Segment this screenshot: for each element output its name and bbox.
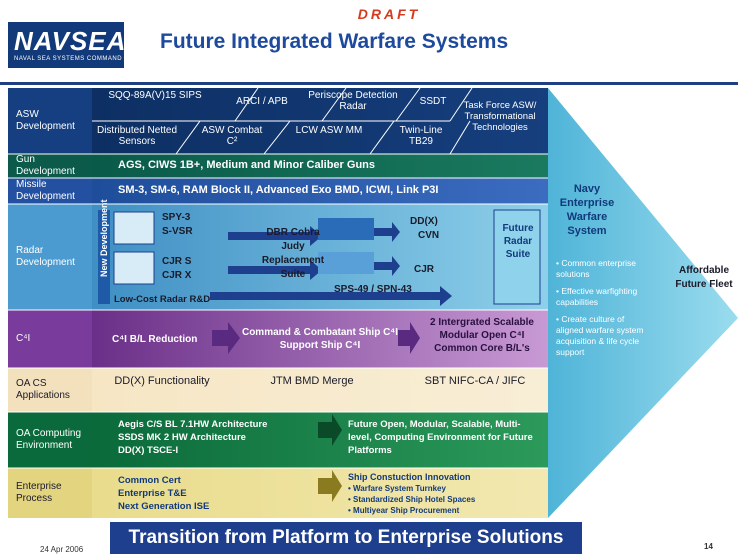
ddx-label: DD(X) (410, 216, 438, 227)
navy-system-bullet: • Create culture of aligned warfare syst… (556, 314, 644, 357)
row-label-c4i: C⁴I (16, 333, 31, 344)
transition-banner: Transition from Platform to Enterprise S… (110, 522, 582, 554)
enterprise-right-item: • Multiyear Ship Procurement (348, 506, 460, 515)
row-label-missile: Missile Development (16, 179, 75, 202)
row-label-gun: Gun Development (16, 154, 75, 177)
oace-left: Aegis C/S BL 7.1HW Architecture SSDS MK … (118, 418, 267, 457)
oacs-right: SBT NIFC-CA / JIFC (424, 375, 526, 387)
new-development-bar (98, 210, 110, 304)
row-label-enterprise: Enterprise Process (16, 481, 62, 504)
asw-item: Task Force ASW/ Transformational Technol… (463, 100, 537, 133)
navy-system-bullets: • Common enterprise solutions • Effectiv… (556, 258, 664, 358)
logo-subtext: NAVAL SEA SYSTEMS COMMAND (14, 56, 123, 62)
enterprise-arrow (548, 88, 738, 518)
header-rule (0, 82, 738, 85)
navy-system-title: Navy Enterprise Warfare System (559, 183, 615, 237)
enterprise-left-item: Enterprise T&E (118, 488, 187, 499)
oacs-left: DD(X) Functionality (114, 375, 210, 387)
future-radar-label: Future Radar Suite (502, 223, 534, 260)
svsr-label: S-VSR (162, 226, 193, 237)
c4i-left: C⁴I B/L Reduction (112, 334, 198, 345)
missile-text: SM-3, SM-6, RAM Block II, Advanced Exo B… (118, 184, 439, 196)
spy3-label: SPY-3 (162, 212, 191, 223)
asw-item: SSDT (419, 96, 447, 107)
navy-system-bullet: • Common enterprise solutions (556, 258, 636, 279)
new-development-label: New Development (99, 199, 109, 277)
oace-right: Future Open, Modular, Scalable, Multi-le… (348, 419, 533, 456)
page-number: 14 (704, 542, 713, 551)
cjr-label: CJR (414, 264, 435, 275)
logo-text: NAVSEA (14, 26, 127, 56)
asw-item: Distributed Netted Sensors (96, 125, 178, 147)
gun-text: AGS, CIWS 1B+, Medium and Minor Caliber … (118, 159, 376, 171)
c4i-right: 2 Intergrated Scalable Modular Open C⁴I … (430, 317, 534, 354)
navy-system-bullet: • Effective warfighting capabilities (556, 286, 638, 307)
oace-left-item: Aegis C/S BL 7.1HW Architecture (118, 419, 268, 430)
row-label-asw: ASW Development (16, 109, 75, 132)
row-label-oacs: OA CS Applications (16, 378, 70, 401)
navsea-logo: NAVSEA NAVAL SEA SYSTEMS COMMAND (8, 22, 127, 68)
enterprise-right-item: • Warfare System Turnkey (348, 484, 446, 493)
enterprise-right: Ship Constuction Innovation • Warfare Sy… (348, 472, 544, 516)
outcome-label: Affordable Future Fleet (675, 265, 733, 290)
asw-item: LCW ASW MM (295, 125, 363, 136)
cvn-label: CVN (418, 230, 440, 241)
oace-left-item: SSDS MK 2 HW Architecture (118, 432, 246, 443)
draft-label: DRAFT (357, 6, 421, 22)
sps-label: SPS-49 / SPN-43 (334, 284, 412, 295)
cjrx-label: CJR X (162, 270, 192, 281)
slide-title: Future Integrated Warfare Systems (160, 30, 509, 53)
asw-item: Twin-Line TB29 (399, 125, 443, 147)
c4i-middle: Command & Combatant Ship C⁴I Support Shi… (241, 327, 399, 351)
cjrs-label: CJR S (162, 256, 192, 267)
lowcost-label: Low-Cost Radar R&D (114, 294, 211, 305)
asw-item: Periscope Detection Radar (308, 90, 398, 112)
asw-item: SQQ-89A(V)15 SIPS (108, 90, 202, 101)
row-label-radar: Radar Development (16, 245, 75, 268)
slide-date: 24 Apr 2006 (40, 545, 84, 554)
enterprise-right-title: Ship Constuction Innovation (348, 472, 471, 482)
oacs-middle: JTM BMD Merge (270, 375, 354, 387)
enterprise-right-item: • Standardized Ship Hotel Spaces (348, 495, 476, 504)
asw-item: ARCI / APB (236, 96, 288, 107)
enterprise-left: Common Cert Enterprise T&E Next Generati… (118, 474, 209, 513)
dbr-label: DBR Cobra Judy Replacement Suite (261, 227, 325, 280)
oace-left-item: DD(X) TSCE-I (118, 445, 179, 456)
asw-item: ASW Combat C² (201, 125, 263, 147)
row-label-oace: OA Computing Environment (16, 428, 82, 451)
enterprise-left-item: Common Cert (118, 475, 181, 486)
enterprise-left-item: Next Generation ISE (118, 501, 210, 512)
